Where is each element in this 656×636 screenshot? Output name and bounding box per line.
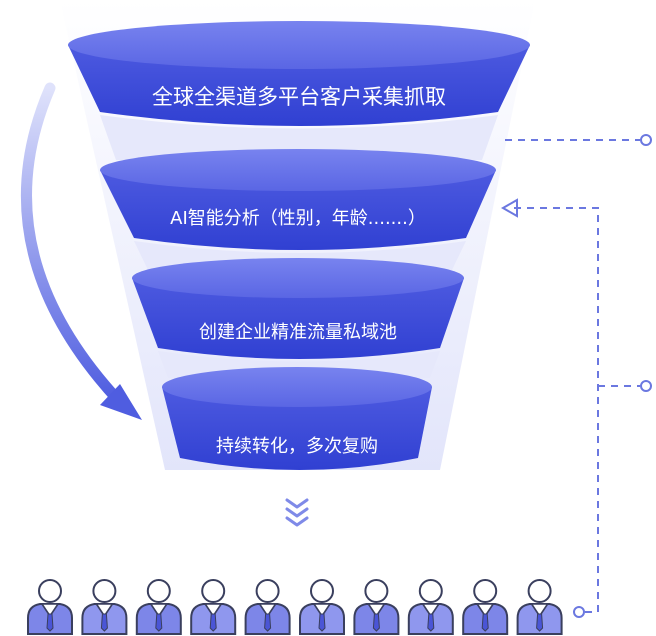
person-icon — [462, 579, 509, 635]
person-icon — [353, 579, 400, 635]
connector-dot-icon — [573, 606, 585, 618]
funnel-tier-4: 持续转化，多次复购 — [162, 367, 432, 470]
funnel-tier-1: 全球全渠道多平台客户采集抓取 — [68, 21, 530, 126]
connector-dot-icon — [640, 134, 652, 146]
feedback-lines — [505, 139, 640, 613]
person-icon — [299, 579, 345, 635]
person-icon — [244, 579, 291, 635]
curved-arrow — [21, 82, 142, 420]
tier-4-label: 持续转化，多次复购 — [216, 436, 378, 457]
connector-dot-icon — [640, 380, 652, 392]
people-row — [27, 579, 563, 635]
person-icon — [81, 579, 128, 635]
person-icon — [516, 579, 563, 635]
funnel-tier-3: 创建企业精准流量私域池 — [132, 258, 464, 359]
funnel-tier-2: AI智能分析（性别，年龄.......） — [100, 149, 496, 250]
dash-line-vertical — [510, 207, 599, 612]
person-icon — [407, 579, 454, 635]
connector-dots — [573, 134, 652, 618]
tier-3-label: 创建企业精准流量私域池 — [199, 322, 397, 343]
person-icon — [135, 579, 182, 635]
person-icon — [27, 579, 73, 635]
feedback-arrow-head — [500, 198, 518, 218]
double-chevron-down-icon — [285, 498, 309, 527]
funnel-band — [100, 115, 498, 160]
tier-1-label: 全球全渠道多平台客户采集抓取 — [152, 85, 446, 109]
tier-2-label: AI智能分析（性别，年龄.......） — [170, 208, 426, 229]
arrow-head — [100, 384, 142, 420]
person-icon — [190, 579, 237, 635]
